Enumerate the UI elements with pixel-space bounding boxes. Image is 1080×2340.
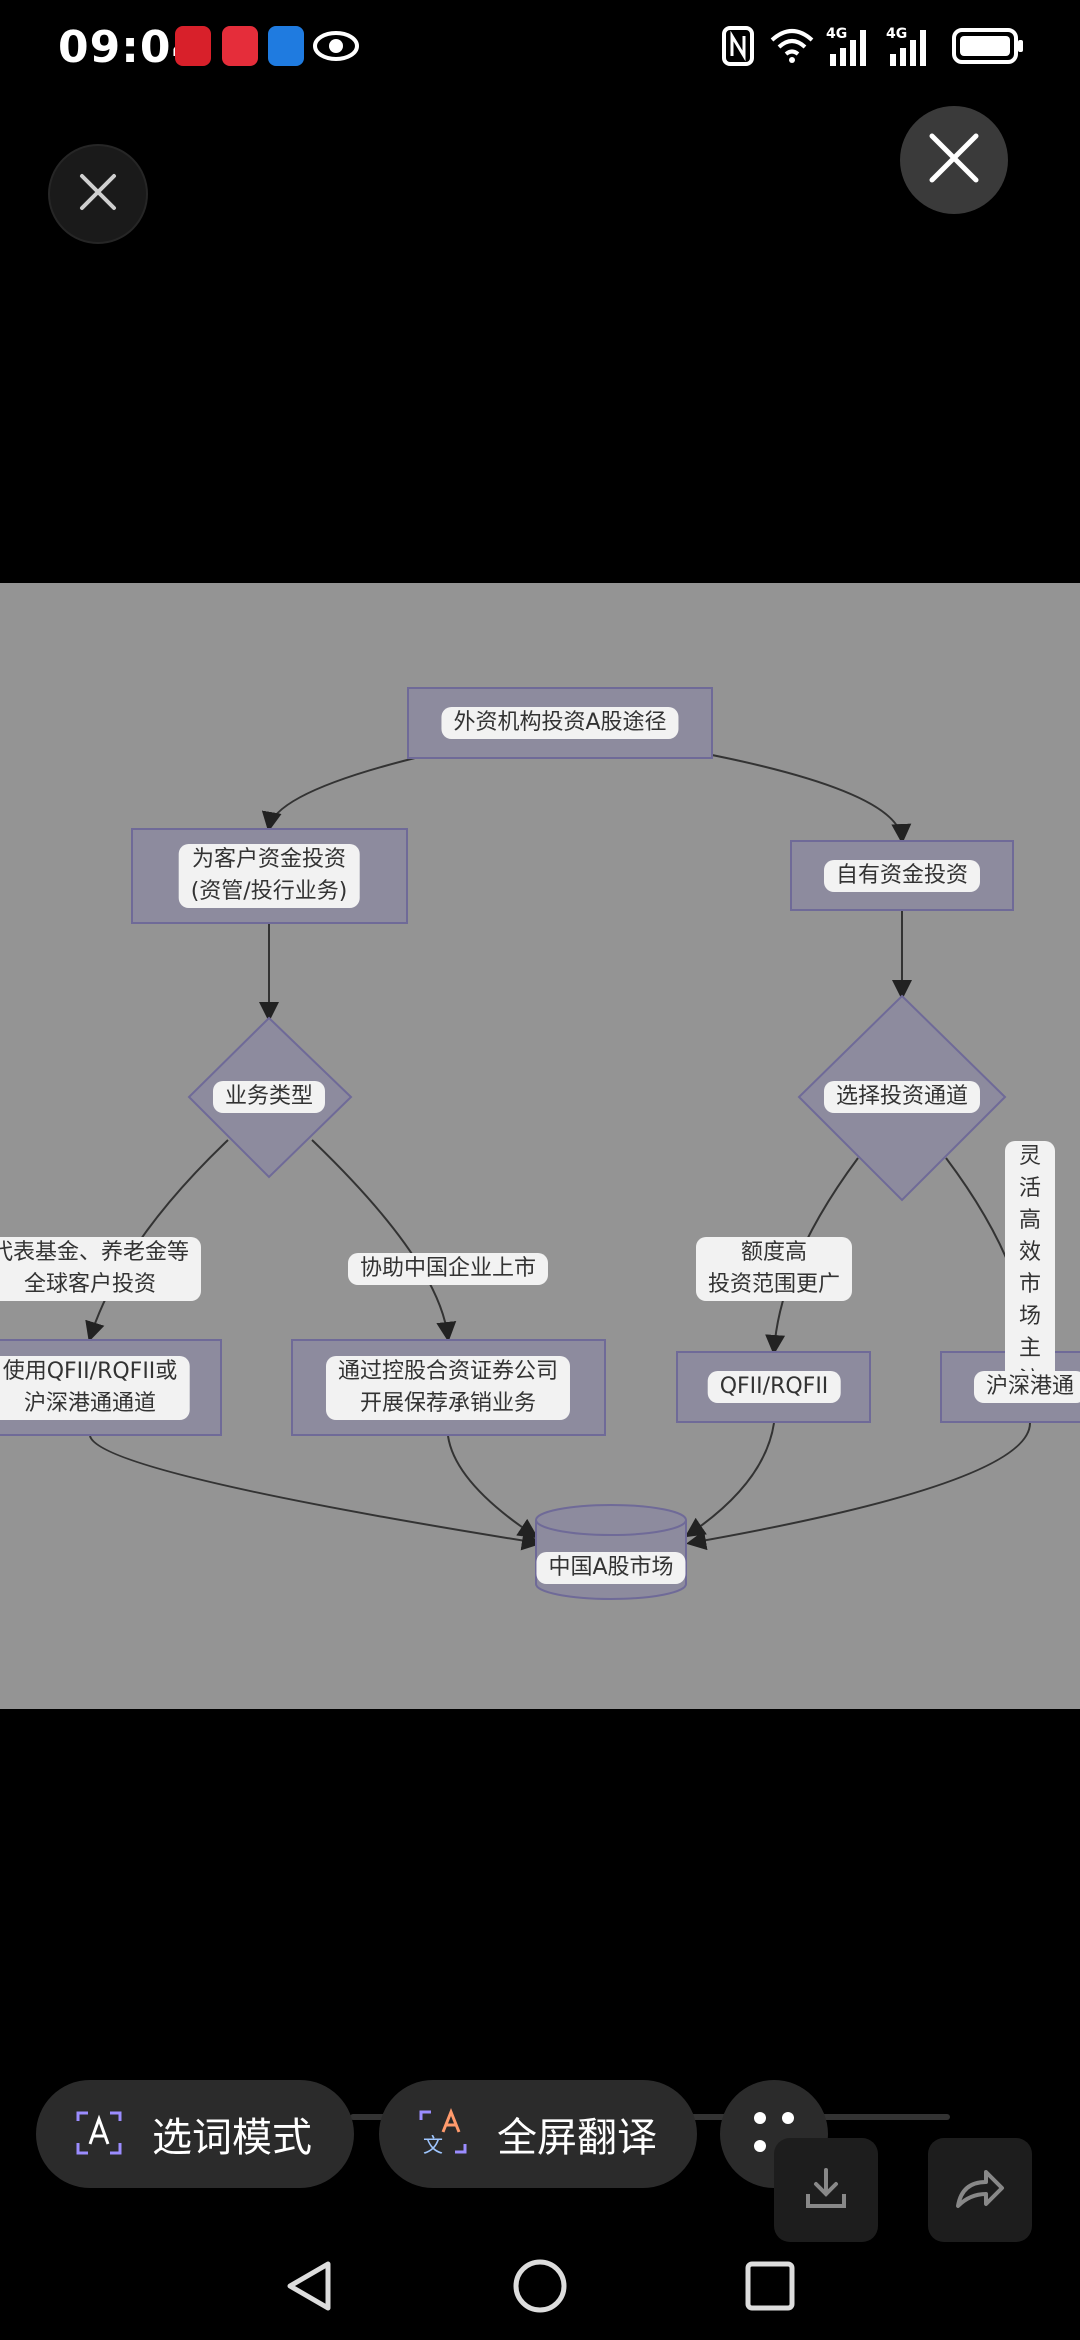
fullscreen-translate-button[interactable]: 文 全屏翻译	[379, 2080, 697, 2188]
battery-icon	[952, 26, 1026, 70]
close-viewer-button[interactable]	[900, 106, 1008, 214]
node-choose-channel-label: 选择投资通道	[823, 1081, 981, 1113]
share-arrow-icon	[954, 2166, 1006, 2214]
translate-icon: 文	[417, 2106, 469, 2162]
select-word-mode-button[interactable]: 选词模式	[36, 2080, 354, 2188]
node-client-funds-label: 为客户资金投资 (资管/投行业务)	[178, 844, 360, 908]
nfc-icon	[720, 24, 756, 72]
download-icon	[802, 2164, 850, 2216]
node-qfii-label: QFII/RQFII	[707, 1371, 841, 1403]
svg-text:4G: 4G	[886, 26, 907, 42]
share-button[interactable]	[928, 2138, 1032, 2242]
system-navigation-bar	[0, 2240, 1080, 2340]
node-jv-securities-label: 通过控股合资证券公司 开展保荐承销业务	[325, 1356, 571, 1420]
fullscreen-translate-label: 全屏翻译	[497, 2115, 657, 2161]
wifi-icon	[768, 26, 816, 70]
browser-app-icon	[268, 26, 304, 66]
bottom-toolbar: 选词模式 文 全屏翻译	[0, 2070, 1080, 2190]
signal-4g-icon: 4G	[826, 24, 878, 72]
svg-text:文: 文	[423, 2133, 443, 2157]
node-market-label: 中国A股市场	[536, 1552, 686, 1584]
close-button[interactable]	[48, 144, 148, 244]
node-root-label: 外资机构投资A股途径	[441, 707, 679, 739]
signal-4g-icon: 4G	[886, 24, 938, 72]
svg-text:4G: 4G	[826, 26, 847, 42]
select-text-icon	[74, 2107, 124, 2161]
back-icon[interactable]	[284, 2258, 336, 2318]
edge-clients-label: 代表基金、养老金等 全球客户投资	[0, 1237, 202, 1301]
download-button[interactable]	[774, 2138, 878, 2242]
edge-ipo-label: 协助中国企业上市	[347, 1253, 549, 1285]
app-notification-icon	[175, 26, 211, 66]
select-word-mode-label: 选词模式	[152, 2115, 312, 2161]
flowchart-image[interactable]: 外资机构投资A股途径 为客户资金投资 (资管/投行业务) 自有资金投资 业务类型…	[0, 583, 1080, 1709]
eye-icon	[312, 28, 360, 68]
close-icon	[78, 172, 118, 216]
node-own-funds-label: 自有资金投资	[823, 860, 981, 892]
node-use-qfii-label: 使用QFII/RQFII或 沪深港通通道	[0, 1356, 190, 1420]
home-icon[interactable]	[512, 2258, 568, 2318]
node-stock-connect-label: 沪深港通	[973, 1371, 1080, 1403]
close-icon	[928, 132, 980, 188]
node-business-type-label: 业务类型	[212, 1081, 326, 1113]
book-app-icon	[222, 26, 258, 66]
status-bar: 09:04 4G 4G	[0, 0, 1080, 100]
recents-icon[interactable]	[744, 2260, 796, 2316]
edge-quota-label: 额度高 投资范围更广	[695, 1237, 853, 1301]
edge-flexible-label: 灵活高效 市场主流	[1005, 1141, 1055, 1397]
status-right-icons: 4G 4G	[720, 24, 1026, 72]
